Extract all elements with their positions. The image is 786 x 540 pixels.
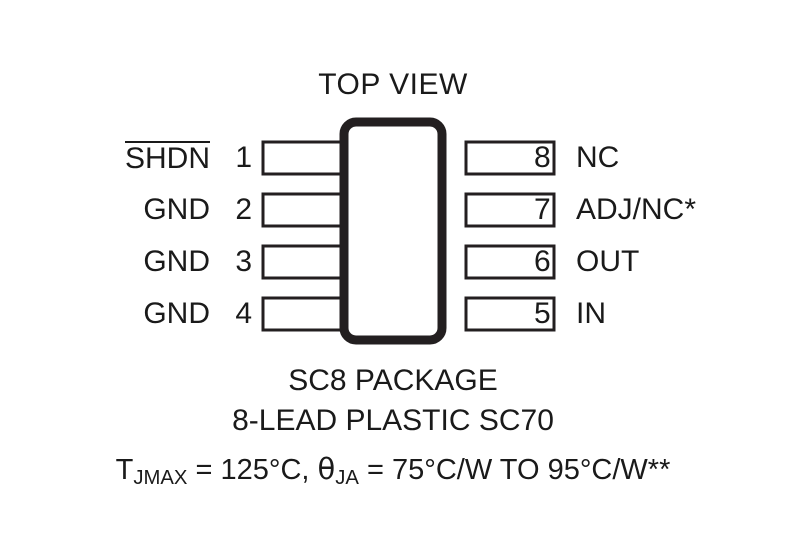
page-title: TOP VIEW — [318, 68, 468, 101]
theta-value: = 75°C/W TO 95°C/W** — [358, 454, 671, 486]
package-caption-line-1: SC8 PACKAGE — [288, 364, 498, 397]
pin-name-2: GND — [143, 193, 210, 226]
pin-name-7: ADJ/NC* — [576, 193, 697, 226]
pin-row-left-4: GND 4 — [96, 292, 252, 336]
theta-symbol: θ — [317, 452, 336, 486]
pin-number-5: 5 — [534, 297, 551, 330]
pin-row-right-8: 8 NC — [534, 136, 764, 180]
pin-number-8: 8 — [534, 141, 551, 174]
pin-name-5: IN — [576, 297, 606, 330]
pin-name-6: OUT — [576, 245, 640, 278]
tjmax-subscript: JMAX — [133, 467, 188, 490]
pin-number-6: 6 — [534, 245, 551, 278]
pin-row-left-1: SHDN 1 — [96, 136, 252, 180]
thermal-spec-line: TJMAX = 125°C, θJA = 75°C/W TO 95°C/W** — [0, 452, 786, 490]
tjmax-value: = 125°C, — [187, 454, 318, 486]
pin-row-right-5: 5 IN — [534, 292, 764, 336]
active-low-overline: SHDN — [124, 140, 211, 175]
pin-row-right-6: 6 OUT — [534, 240, 764, 284]
pin-number-1: 1 — [235, 141, 252, 174]
pin-name-3: GND — [143, 245, 210, 278]
pin-name-1: SHDN — [124, 140, 211, 176]
pin-number-3: 3 — [235, 245, 252, 278]
tjmax-symbol: T — [115, 454, 134, 486]
theta-subscript: JA — [335, 467, 359, 490]
pin-number-4: 4 — [235, 297, 252, 330]
pin-row-right-7: 7 ADJ/NC* — [534, 188, 764, 232]
pin-number-7: 7 — [534, 193, 551, 226]
pin-row-left-2: GND 2 — [96, 188, 252, 232]
pin-number-2: 2 — [235, 193, 252, 226]
pin-name-8: NC — [576, 141, 620, 174]
pin-name-4: GND — [143, 297, 210, 330]
pin-row-left-3: GND 3 — [96, 240, 252, 284]
package-caption-line-2: 8-LEAD PLASTIC SC70 — [232, 404, 554, 437]
